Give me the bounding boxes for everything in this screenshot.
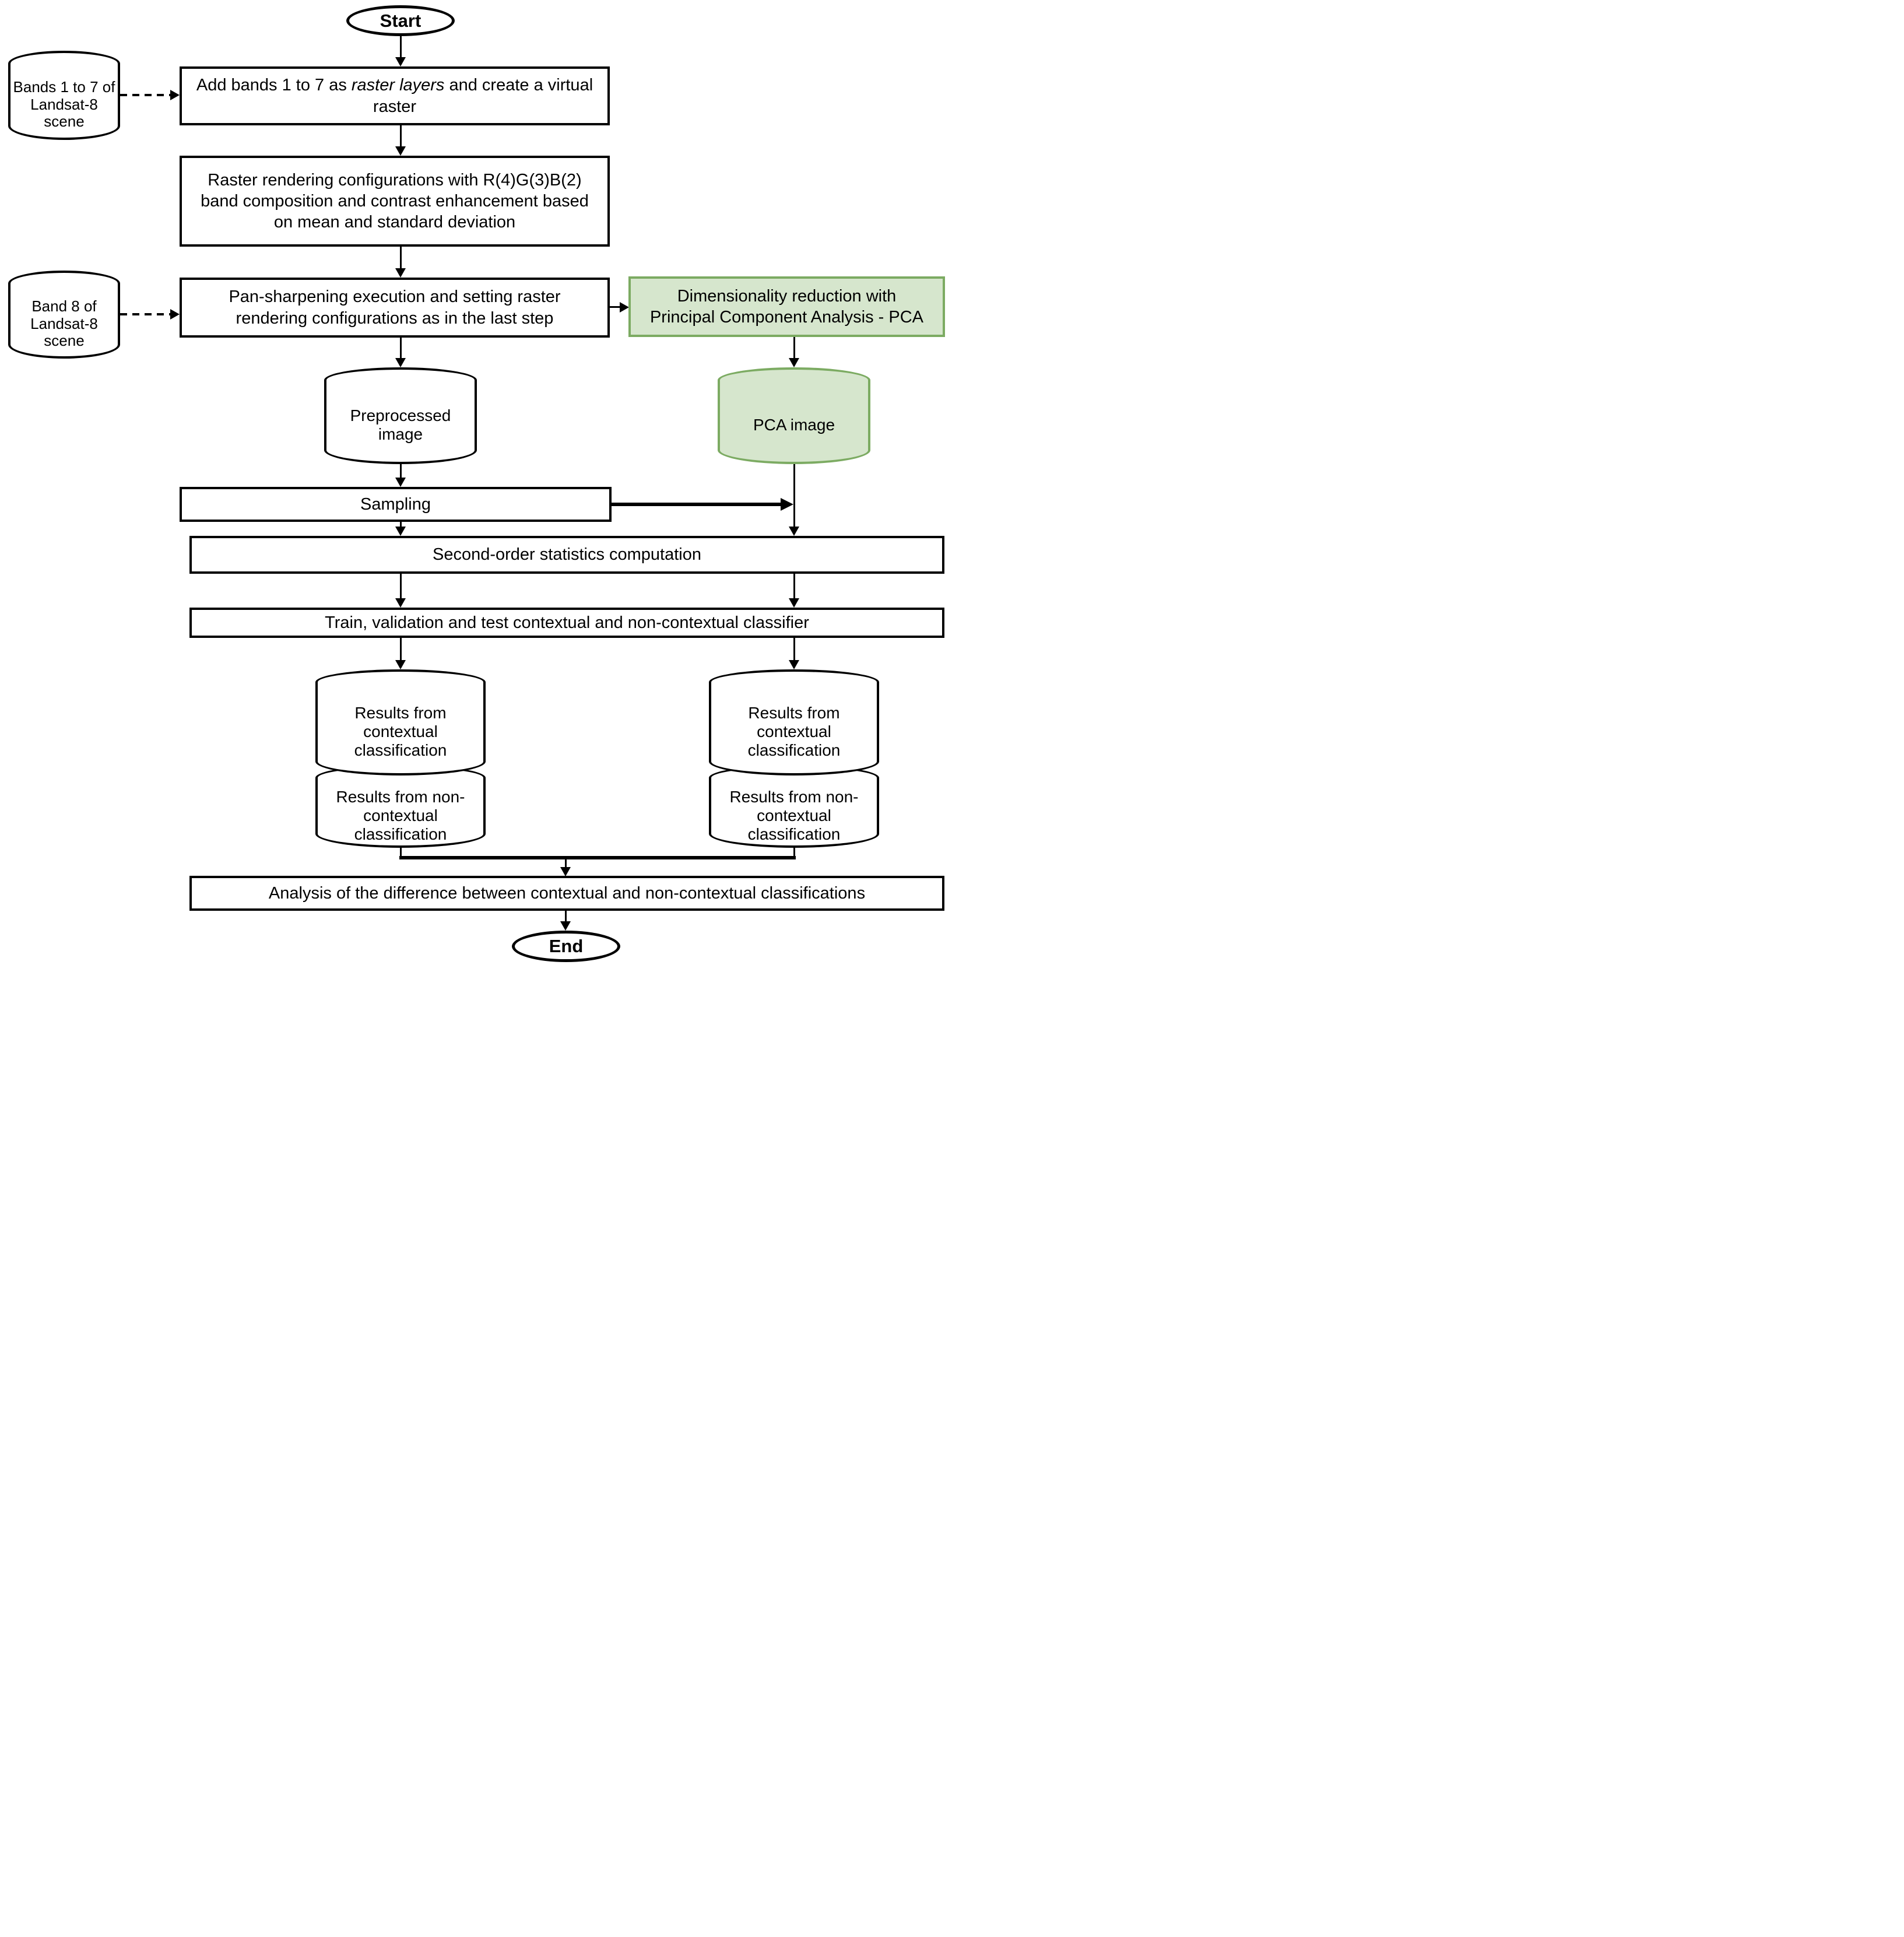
arrowhead-pcastep [620,302,629,313]
node-analysis: Analysis of the difference between conte… [189,876,944,911]
results-non-contextual-label: Results from non-contextual classificati… [336,787,465,844]
arrowhead-stats-right [789,527,799,536]
connector-analysis-to-end [565,911,567,922]
connector-pansharp-to-preprocessed [400,338,402,359]
connector-sampling-to-pca-branch [612,503,782,506]
connector-results-right-down [793,848,795,858]
connector-add-bands-to-rendering [400,125,402,148]
cylinder-body [324,380,477,464]
arrowhead-sampling-to-pca-branch [781,498,793,511]
arrowhead-rendering [395,146,406,156]
cylinder-body [8,64,120,140]
node-pan-sharpening: Pan-sharpening execution and setting ras… [180,278,610,338]
connector-pcaimage-to-stats [793,464,795,528]
connector-pansharp-to-pcastep [610,306,620,308]
connector-rendering-to-pansharp [400,247,402,269]
dashed-arrowhead-pansharp [170,309,180,320]
pca-image-label: PCA image [753,415,835,434]
results-non-contextual-label: Results from non-contextual classificati… [729,787,859,844]
node-second-order-stats: Second-order statistics computation [189,536,944,574]
add-bands-post: and create a virtual raster [373,76,593,116]
add-bands-pre: Add bands 1 to 7 as [196,76,352,95]
arrowhead-end [560,921,571,931]
dashed-connector-bands-to-add-bands [120,94,171,96]
arrowhead-pansharp [395,268,406,278]
node-train-validate-test: Train, validation and test contextual an… [189,608,944,638]
node-pca-reduction: Dimensionality reduction with Principal … [628,276,945,337]
results-contextual-label: Results from contextual classification [354,703,447,760]
connector-train-to-results-left [400,638,402,661]
arrowhead-train-left [395,598,406,608]
end-label: End [549,936,584,956]
connector-pcastep-to-pcaimage [793,337,795,359]
merge-connector [399,856,796,859]
cylinder-body [709,778,879,848]
flowchart-canvas: Start Bands 1 to 7 of Landsat-8 scene Ad… [0,0,952,968]
add-bands-italic: raster layers [351,76,445,95]
node-band8-source: Band 8 of Landsat-8 scene [8,271,120,359]
arrowhead-train-right [789,598,799,608]
pca-reduction-label: Dimensionality reduction with Principal … [649,286,924,327]
band8-source-label: Band 8 of Landsat-8 scene [30,297,98,350]
arrowhead-results-left [395,660,406,669]
cylinder-body [8,283,120,359]
node-results-contextual-left: Results from contextual classification [315,669,486,775]
node-start: Start [346,5,455,36]
second-order-stats-label: Second-order statistics computation [433,545,701,564]
node-results-non-contextual-right: Results from non-contextual classificati… [709,765,879,848]
connector-preprocessed-to-sampling [400,464,402,479]
analysis-label: Analysis of the difference between conte… [268,883,866,903]
arrowhead-pca-image [789,358,799,367]
arrowhead-stats-left [395,527,406,536]
cylinder-body [709,682,879,775]
add-bands-label: Add bands 1 to 7 as raster layers and cr… [196,75,593,117]
node-end: End [512,931,620,962]
node-sampling: Sampling [180,487,612,522]
node-results-contextual-right: Results from contextual classification [709,669,879,775]
connector-stats-to-train-right [793,574,795,599]
results-contextual-label: Results from contextual classification [747,703,841,760]
sampling-label: Sampling [360,494,431,514]
dashed-connector-band8-to-pansharp [120,313,171,315]
pan-sharpening-label: Pan-sharpening execution and setting ras… [229,287,561,328]
bands-source-label: Bands 1 to 7 of Landsat-8 scene [13,78,115,131]
node-pca-image: PCA image [718,367,870,464]
node-preprocessed-image: Preprocessed image [324,367,477,464]
cylinder-body [718,380,870,464]
arrowhead-preprocessed [395,358,406,367]
connector-merge-to-analysis [565,859,567,868]
start-label: Start [380,10,421,31]
preprocessed-image-label: Preprocessed image [350,406,451,443]
arrowhead-sampling [395,478,406,487]
connector-train-to-results-right [793,638,795,661]
node-raster-rendering: Raster rendering configurations with R(4… [180,156,610,247]
connector-start-to-add-bands [400,36,402,58]
dashed-arrowhead-add-bands [170,90,180,100]
connector-sampling-to-stats [400,522,402,528]
arrowhead-results-right [789,660,799,669]
arrowhead-add-bands [395,57,406,66]
node-results-non-contextual-left: Results from non-contextual classificati… [315,765,486,848]
raster-rendering-label: Raster rendering configurations with R(4… [201,170,589,232]
train-validate-test-label: Train, validation and test contextual an… [325,613,809,632]
node-add-bands: Add bands 1 to 7 as raster layers and cr… [180,66,610,125]
cylinder-body [315,682,486,775]
connector-stats-to-train-left [400,574,402,599]
node-bands-1-7-source: Bands 1 to 7 of Landsat-8 scene [8,51,120,140]
cylinder-body [315,778,486,848]
arrowhead-analysis [560,867,571,876]
connector-results-left-down [400,848,402,858]
